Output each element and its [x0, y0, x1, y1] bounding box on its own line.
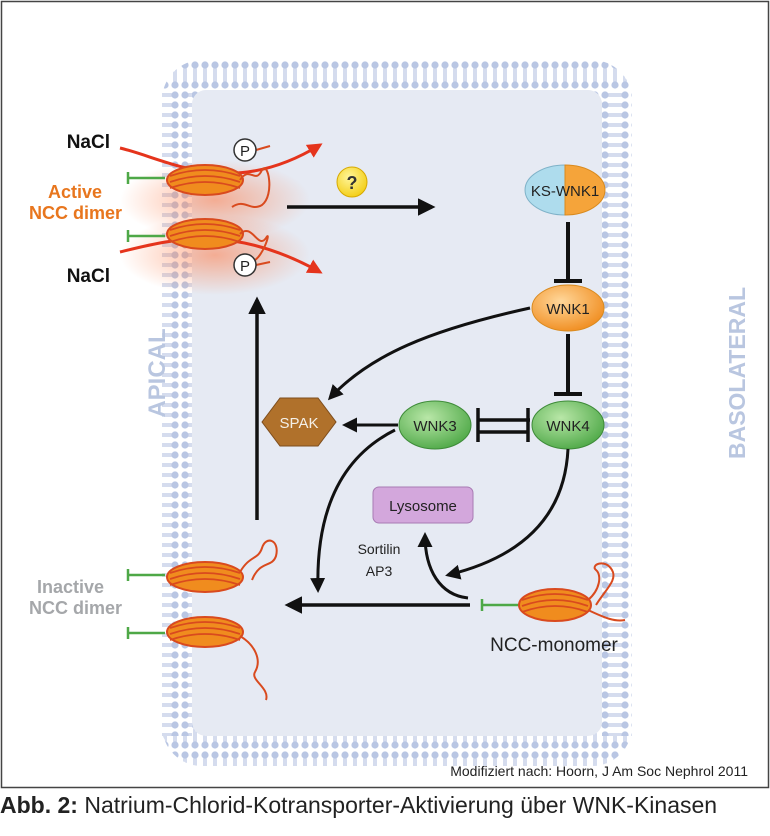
- arrow-wnk1-to-spak: [327, 306, 531, 401]
- spak-node: [261, 397, 337, 447]
- sortilin-label: Sortilin: [358, 541, 401, 557]
- wnk3-node: [398, 400, 472, 450]
- arrow-monomer-to-lysosome: [417, 532, 469, 600]
- inactive-label-line1: Inactive: [37, 577, 104, 597]
- apical-label: APICAL: [144, 328, 171, 417]
- ks-wnk1-label: KS-WNK1: [531, 183, 599, 200]
- caption-text: Natrium-Chlorid-Kotransporter-Aktivierun…: [84, 792, 718, 818]
- wnk4-label: WNK4: [546, 418, 589, 435]
- nacl-top-label: NaCl: [67, 132, 110, 153]
- ks-wnk1-node: KS-WNK1: [524, 164, 606, 216]
- lysosome-label: Lysosome: [389, 498, 457, 515]
- active-label-line2: NCC dimer: [29, 203, 122, 223]
- ap3-label: AP3: [366, 563, 393, 579]
- active-label-line1: Active: [48, 182, 102, 202]
- caption-prefix: Abb. 2:: [0, 792, 78, 818]
- spak-label: SPAK: [280, 415, 319, 432]
- basolateral-label: BASOLATERAL: [724, 287, 750, 459]
- unknown-node: [336, 166, 368, 198]
- figure-caption: Abb. 2: Natrium-Chlorid-Kotransporter-Ak…: [0, 792, 770, 832]
- source-credit: Modifiziert nach: Hoorn, J Am Soc Nephro…: [450, 763, 748, 779]
- inactive-label-line2: NCC dimer: [29, 598, 122, 618]
- inactive-ncc-dimer: [126, 539, 278, 701]
- phospho-bottom-label: P: [240, 258, 250, 275]
- arrow-wnk4-to-monomer: [445, 448, 570, 580]
- unknown-label: ?: [347, 173, 358, 193]
- ncc-monomer-label: NCC-monomer: [490, 635, 618, 656]
- ncc-monomer: [480, 562, 626, 622]
- active-ncc-dimer: P P: [119, 138, 323, 295]
- nacl-bottom-label: NaCl: [67, 266, 110, 287]
- cell-membrane-right: [602, 90, 632, 736]
- lysosome-node: [372, 486, 474, 524]
- phospho-top-label: P: [240, 143, 250, 160]
- wnk3-label: WNK3: [413, 418, 456, 435]
- wnk1-node: [531, 284, 605, 332]
- arrow-wnk3-to-inactive: [310, 428, 396, 593]
- wnk1-label: WNK1: [546, 301, 589, 318]
